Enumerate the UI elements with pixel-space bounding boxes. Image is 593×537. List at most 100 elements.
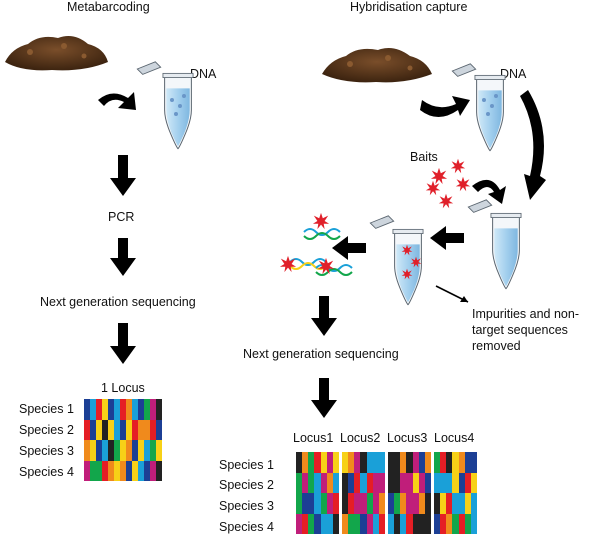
sequence-cell bbox=[418, 472, 425, 493]
arrow-down-2 bbox=[110, 238, 136, 276]
sequence-cell bbox=[394, 493, 401, 514]
sequence-cell bbox=[314, 513, 321, 534]
sequence-cell bbox=[132, 419, 138, 440]
sequence-cell bbox=[418, 493, 425, 514]
sequence-cell bbox=[120, 460, 126, 481]
sequence-cell bbox=[138, 460, 144, 481]
sequence-cell bbox=[366, 472, 373, 493]
sequence-grid-locus1 bbox=[296, 452, 339, 534]
sequence-cell bbox=[108, 419, 114, 440]
species-right-4: Species 4 bbox=[219, 520, 274, 534]
sequence-cell bbox=[446, 493, 453, 514]
sequence-cell bbox=[296, 513, 303, 534]
sequence-cell bbox=[156, 399, 162, 420]
sequence-cell bbox=[406, 493, 413, 514]
baits-label: Baits bbox=[410, 150, 438, 164]
sequence-cell bbox=[440, 452, 447, 473]
sequence-cell bbox=[84, 460, 90, 481]
sequence-cell bbox=[150, 460, 156, 481]
sequence-cell bbox=[388, 493, 395, 514]
sequence-cell bbox=[342, 452, 349, 473]
dna-label-right: DNA bbox=[500, 67, 527, 81]
sequence-cell bbox=[320, 472, 327, 493]
sequence-cell bbox=[90, 399, 96, 420]
sequence-cell bbox=[360, 452, 367, 473]
sequence-cell bbox=[464, 493, 471, 514]
sequence-cell bbox=[138, 419, 144, 440]
sequence-cell bbox=[144, 440, 150, 461]
sequence-cell bbox=[452, 513, 459, 534]
sequence-cell bbox=[400, 513, 407, 534]
sequence-cell bbox=[320, 452, 327, 473]
sequence-cell bbox=[458, 513, 465, 534]
sequence-cell bbox=[412, 452, 419, 473]
sequence-cell bbox=[412, 493, 419, 514]
sequence-cell bbox=[372, 472, 379, 493]
impurities-label-line2: target sequences bbox=[472, 323, 568, 337]
sequence-cell bbox=[308, 513, 315, 534]
arrow-down-1 bbox=[110, 155, 136, 196]
sequence-cell bbox=[400, 472, 407, 493]
sequence-cell bbox=[366, 513, 373, 534]
baits-cluster bbox=[425, 158, 471, 209]
curved-arrow-left bbox=[98, 92, 136, 110]
sequence-cell bbox=[458, 472, 465, 493]
sequence-cell bbox=[394, 452, 401, 473]
sequence-cell bbox=[464, 472, 471, 493]
sequence-cell bbox=[400, 452, 407, 473]
sequence-cell bbox=[348, 472, 355, 493]
sequence-cell bbox=[458, 452, 465, 473]
sequence-cell bbox=[126, 440, 132, 461]
curved-arrow-right bbox=[420, 96, 470, 117]
sequence-cell bbox=[102, 440, 108, 461]
sequence-grid-locus4 bbox=[434, 452, 477, 534]
sequence-cell bbox=[132, 399, 138, 420]
sequence-cell bbox=[360, 472, 367, 493]
arrow-down-right-1 bbox=[311, 296, 337, 336]
sequence-cell bbox=[332, 452, 339, 473]
sequence-cell bbox=[150, 440, 156, 461]
arrow-left-2 bbox=[332, 236, 366, 260]
pcr-label: PCR bbox=[108, 210, 135, 224]
species-left-1: Species 1 bbox=[19, 402, 74, 416]
sequence-cell bbox=[406, 452, 413, 473]
sequence-cell bbox=[354, 472, 361, 493]
sequence-cell bbox=[424, 452, 431, 473]
sequence-cell bbox=[96, 460, 102, 481]
impurities-label-line3: removed bbox=[472, 339, 521, 353]
sequence-cell bbox=[360, 513, 367, 534]
locus-header-2: Locus2 bbox=[340, 431, 381, 445]
arrow-down-3 bbox=[110, 323, 136, 364]
sequence-cell bbox=[90, 460, 96, 481]
sequence-cell bbox=[150, 419, 156, 440]
sequence-cell bbox=[126, 460, 132, 481]
sequence-cell bbox=[366, 493, 373, 514]
sequence-cell bbox=[96, 440, 102, 461]
sequence-cell bbox=[302, 493, 309, 514]
species-right-1: Species 1 bbox=[219, 458, 274, 472]
arrow-down-right-2 bbox=[311, 378, 337, 418]
sequence-cell bbox=[102, 399, 108, 420]
sequence-cell bbox=[354, 452, 361, 473]
sequence-cell bbox=[120, 419, 126, 440]
sequence-cell bbox=[120, 399, 126, 420]
big-curved-arrow bbox=[520, 90, 546, 200]
sequence-cell bbox=[132, 440, 138, 461]
sequence-cell bbox=[354, 493, 361, 514]
sequence-cell bbox=[440, 513, 447, 534]
sequence-cell bbox=[114, 419, 120, 440]
sequence-cell bbox=[406, 513, 413, 534]
sequence-cell bbox=[138, 399, 144, 420]
sequence-cell bbox=[308, 472, 315, 493]
sequence-cell bbox=[378, 493, 385, 514]
locus-header-4: Locus4 bbox=[434, 431, 475, 445]
sequence-cell bbox=[406, 472, 413, 493]
soil-right bbox=[322, 48, 432, 83]
sequence-cell bbox=[314, 452, 321, 473]
sequence-cell bbox=[434, 493, 441, 514]
species-left-4: Species 4 bbox=[19, 465, 74, 479]
sequence-cell bbox=[464, 452, 471, 473]
tube-capture bbox=[369, 215, 424, 306]
sequence-cell bbox=[400, 493, 407, 514]
sequence-cell bbox=[308, 493, 315, 514]
